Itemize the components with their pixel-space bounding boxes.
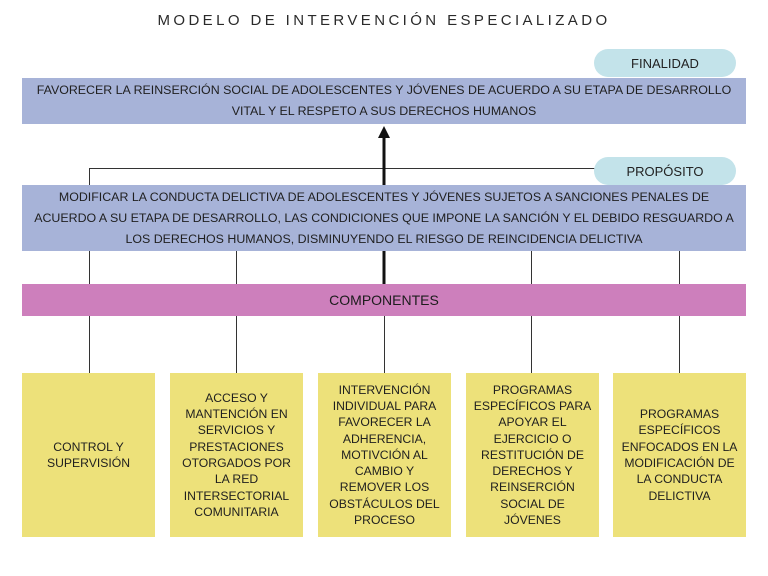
diagram-title: MODELO DE INTERVENCIÓN ESPECIALIZADO <box>157 12 611 29</box>
component-box-programas-conducta: PROGRAMAS ESPECÍFICOS ENFOCADOS EN LA MO… <box>613 373 746 537</box>
connector-right-vertical <box>679 184 680 374</box>
proposito-band: MODIFICAR LA CONDUCTA DELICTIVA DE ADOLE… <box>22 185 746 251</box>
proposito-label: PROPÓSITO <box>594 157 736 185</box>
component-box-control: CONTROL Y SUPERVISIÓN <box>22 373 155 537</box>
component-box-acceso: ACCESO Y MANTENCIÓN EN SERVICIOS Y PREST… <box>170 373 303 537</box>
connector-left-vertical <box>89 168 90 374</box>
component-box-intervencion: INTERVENCIÓN INDIVIDUAL PARA FAVORECER L… <box>318 373 451 537</box>
component-box-programas-derechos: PROGRAMAS ESPECÍFICOS PARA APOYAR EL EJE… <box>466 373 599 537</box>
finalidad-label: FINALIDAD <box>594 49 736 77</box>
finalidad-band: FAVORECER LA REINSERCIÓN SOCIAL DE ADOLE… <box>22 78 746 124</box>
componentes-band: COMPONENTES <box>22 284 746 316</box>
connector-top-horizontal <box>89 168 609 169</box>
